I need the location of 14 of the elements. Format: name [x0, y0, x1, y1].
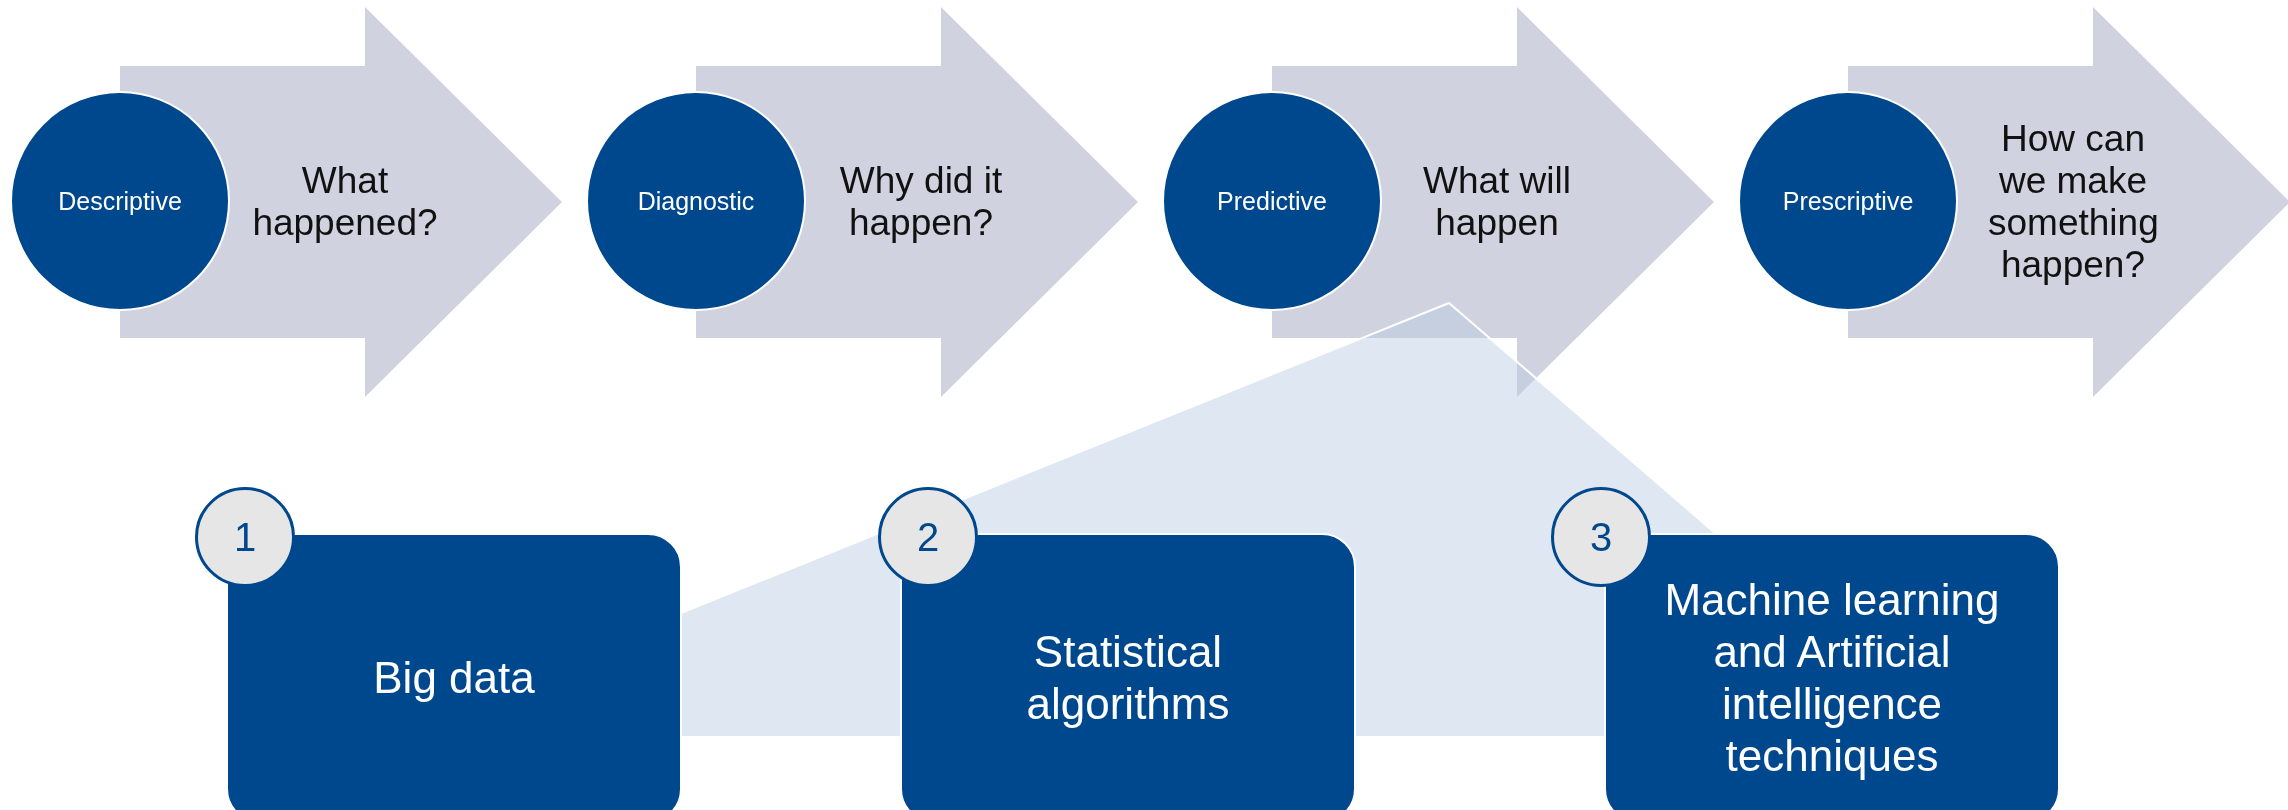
callout-number: 2	[916, 514, 940, 560]
banner-label: How can we make something happen?	[1988, 118, 2158, 286]
stage-label: Predictive	[1217, 186, 1327, 216]
banner-label: What happened?	[251, 160, 439, 244]
box-label: Machine learning and Artificial intelligence techniques	[1663, 574, 2001, 782]
callout-number: 3	[1589, 514, 1613, 560]
box-label: Statistical algorithms	[1025, 626, 1231, 730]
stage-label: Diagnostic	[637, 186, 755, 216]
banner-label: Why did it happen?	[838, 160, 1004, 244]
box-label: Big data	[373, 652, 535, 704]
callout-number: 1	[233, 514, 257, 560]
banner-label: What will happen	[1422, 160, 1572, 244]
stage-label: Prescriptive	[1782, 186, 1914, 216]
stage-label: Descriptive	[58, 186, 182, 216]
